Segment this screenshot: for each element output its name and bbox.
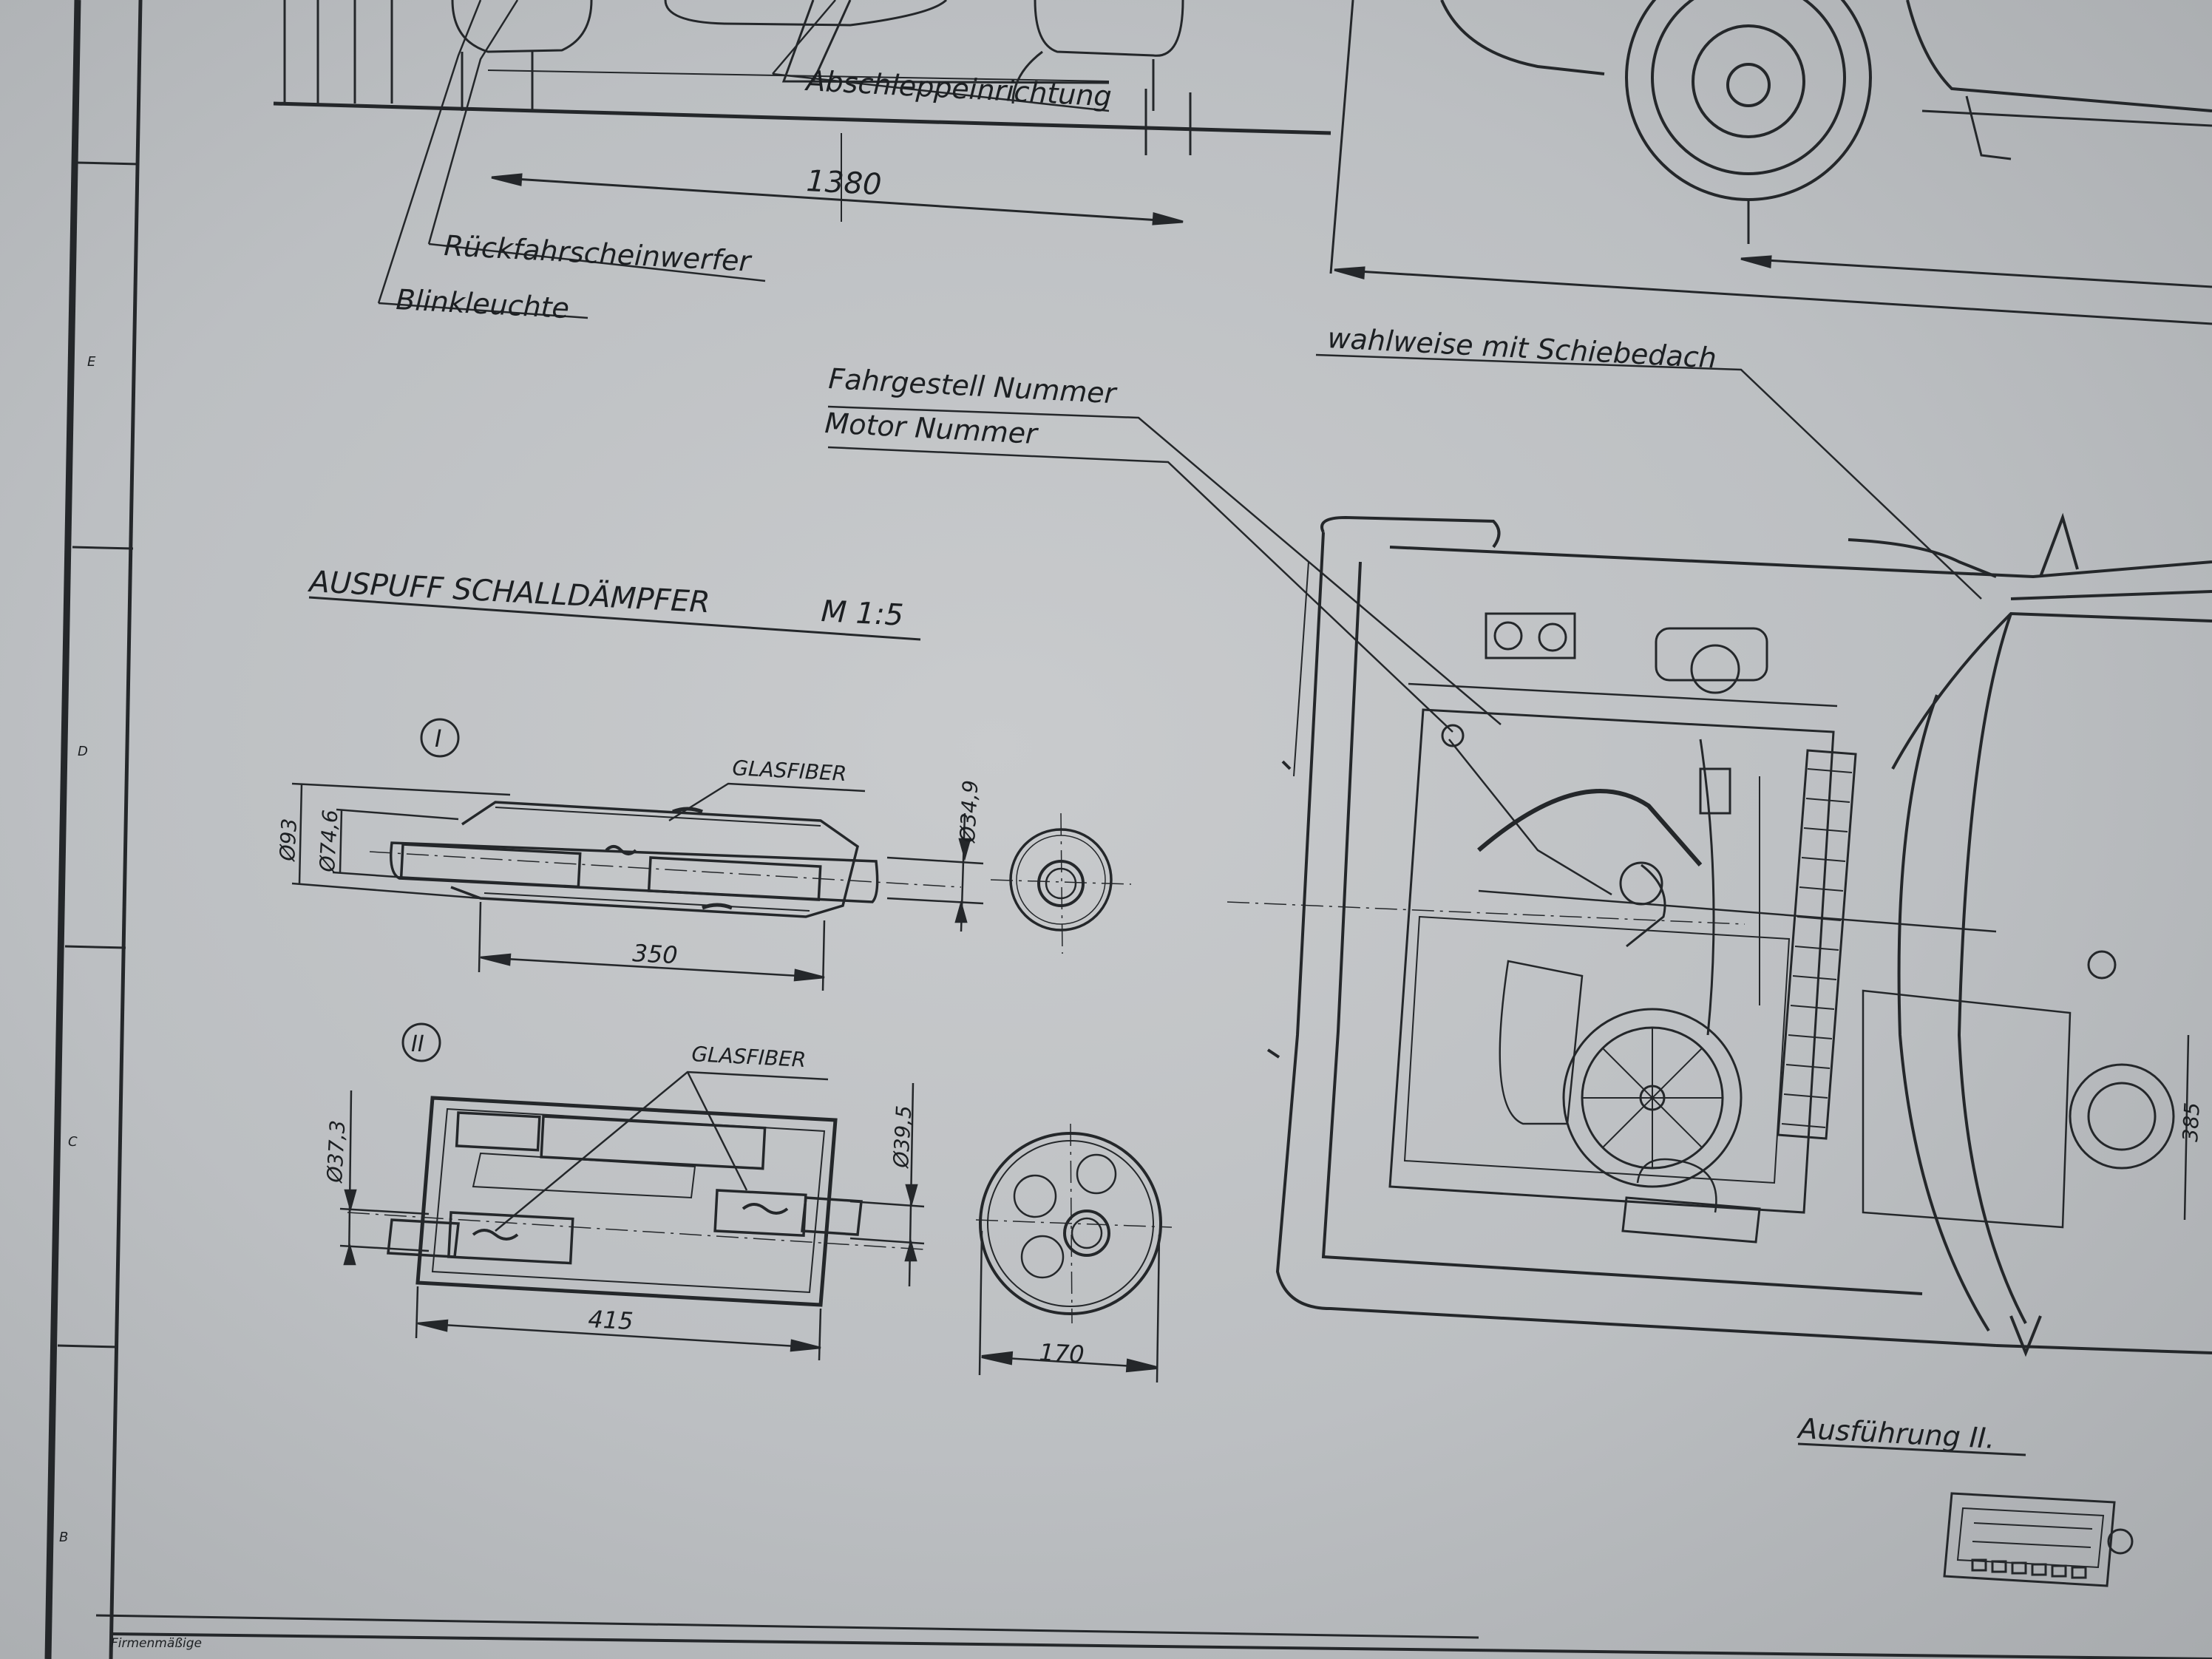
title-block-firm: Firmenmäßige xyxy=(111,1636,202,1651)
border-letter-b: B xyxy=(59,1530,68,1545)
marker-one: I xyxy=(420,718,460,758)
dim-170: 170 xyxy=(1039,1338,1085,1368)
dim-d93: Ø93 xyxy=(275,818,302,862)
muffler-one-drawing xyxy=(369,801,962,918)
dim-d746: Ø74,6 xyxy=(315,809,342,873)
label-glasfiber-one: GLASFIBER xyxy=(732,756,847,786)
rear-view-drawing xyxy=(273,0,1354,274)
title-block xyxy=(95,1614,1479,1639)
label-glasfiber-two: GLASFIBER xyxy=(691,1042,807,1072)
dim-385-line xyxy=(2183,1034,2190,1221)
muffler-two-end-view xyxy=(975,1123,1173,1383)
dim-long-line xyxy=(1334,255,2212,325)
label-fahrgestell-nummer: Fahrgestell Nummer xyxy=(828,362,1119,410)
label-wahlweise-schiebedach: wahlweise mit Schiebedach xyxy=(1327,322,1717,375)
marker-two: II xyxy=(401,1022,441,1062)
sheet-frame xyxy=(44,0,2212,1659)
dim-d395: Ø39,5 xyxy=(889,1105,916,1169)
dim-1380: 1380 xyxy=(805,164,882,202)
dim-350: 350 xyxy=(632,939,679,969)
muffler-one-end-view xyxy=(990,812,1132,954)
marker-two-label: II xyxy=(411,1031,424,1057)
dim-385: 385 xyxy=(2178,1102,2205,1142)
muffler-one-dims xyxy=(291,782,984,991)
muffler-two-drawing xyxy=(347,1096,925,1307)
car-top-view xyxy=(1266,512,2212,1357)
dim-d373: Ø37,3 xyxy=(322,1119,350,1184)
instrument-cluster-drawing xyxy=(1943,1492,2134,1587)
marker-one-label: I xyxy=(435,725,441,753)
radiator-grille xyxy=(1777,749,1857,1140)
dim-415: 415 xyxy=(588,1305,634,1335)
label-blinkleuchte: Blinkleuchte xyxy=(396,283,571,325)
wheel-drawing xyxy=(1440,0,2212,244)
border-letter-d: D xyxy=(78,744,88,759)
label-rueckfahrscheinwerfer: Rückfahrscheinwerfer xyxy=(444,229,753,278)
heading-underline xyxy=(308,596,921,641)
ausfuehrung-underline xyxy=(1797,1442,2026,1456)
engine-assembly xyxy=(1227,612,2175,1244)
border-letter-c: C xyxy=(68,1134,78,1150)
heading-scale: M 1:5 xyxy=(820,594,904,633)
dim-d349: Ø34,9 xyxy=(955,779,983,844)
muffler-two-dims xyxy=(339,1071,925,1361)
border-letter-e: E xyxy=(87,354,96,370)
leader-lines-top xyxy=(377,0,1110,319)
leader-lines-car xyxy=(827,353,1982,733)
dim-1380-line xyxy=(491,133,1184,225)
label-abschleppeinrichtung: Abschleppeinrichtung xyxy=(804,64,1113,113)
